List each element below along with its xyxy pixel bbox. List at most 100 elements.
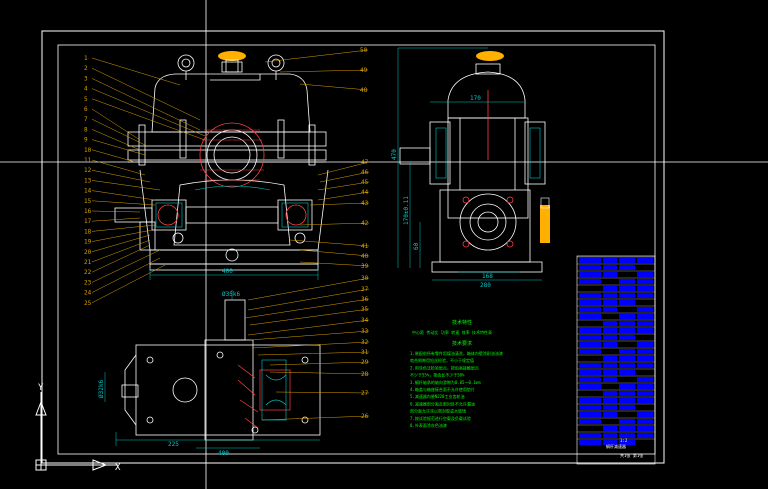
balloon-part-13: 13 [84,177,92,184]
title-block-cell [637,314,653,319]
title-block-cell [637,419,653,424]
title-block-cell [579,440,601,445]
title-block-cell [603,398,617,403]
title-block-cell [619,363,635,368]
balloon-part-36: 36 [361,296,369,303]
dim-side-low-height: 60 [413,242,420,250]
title-block-cell [637,321,653,326]
balloon-part-50: 50 [360,47,368,54]
title-block-cell [619,440,635,445]
note-item: 2.用涂色法检验斑点，按齿高接触斑点 [410,364,479,370]
balloon-part-6: 6 [84,106,88,113]
ucs-x-label: X [115,463,121,473]
title-block-cell [579,405,601,410]
note-item: 啮合侧隙用铅丝检验，不小于规定值 [410,357,474,363]
dim-plan-overall: 400 [218,450,229,457]
balloon-part-35: 35 [361,306,369,313]
dimension-lines [104,47,542,449]
title-block-cell [637,356,653,361]
title-block[interactable]: 蜗杆减速器 1:2 共1张 第1张 [576,255,656,465]
title-block-cell [619,391,635,396]
title-block-cell [619,356,635,361]
title-block-cell [603,272,617,277]
title-block-cell [619,321,635,326]
balloon-part-49: 49 [360,67,368,74]
title-block-cell [603,370,617,375]
balloon-part-34: 34 [361,317,369,324]
title-block-cell [619,433,635,438]
title-block-cell [579,265,601,270]
title-block-cell [603,265,617,270]
title-block-cell [579,342,601,347]
title-block-cell [579,335,601,340]
dim-side-height: 470 [391,149,398,160]
title-block-cell [603,342,617,347]
title-block-cell [579,279,601,284]
dim-side-mid-height: 170±0.11 [403,196,410,225]
title-block-cell [619,314,635,319]
plan-worm-section [237,364,291,429]
title-block-cell [637,293,653,298]
balloon-part-21: 21 [84,259,92,266]
title-block-cell [619,349,635,354]
dim-plan-length: 225 [168,441,179,448]
note-item: 4.箱盖与箱座接合面不允许使用垫片 [410,386,475,392]
title-block-cell [579,307,601,312]
title-block-cell [579,258,601,263]
dim-side-width: 280 [480,282,491,289]
breather-cap [218,51,246,73]
balloon-part-47: 47 [361,159,369,166]
balloon-part-43: 43 [361,200,369,207]
title-block-cell [637,328,653,333]
front-view[interactable] [114,54,329,271]
title-block-cell [603,307,617,312]
balloon-part-15: 15 [84,198,92,205]
balloon-part-18: 18 [84,228,92,235]
note-item: 8.外表面涂灰色油漆 [410,422,447,428]
title-block-cell [637,307,653,312]
dim-side-base: 168 [482,273,493,280]
balloon-part-3: 3 [84,75,88,82]
balloon-part-42: 42 [361,220,369,227]
title-block-cell [637,384,653,389]
title-block-cell [619,370,635,375]
title-block-cell [637,286,653,291]
title-block-cell [603,356,617,361]
balloon-part-27: 27 [361,390,369,397]
title-block-cell [603,433,617,438]
side-breather-cap [476,51,504,61]
title-block-cell [619,405,635,410]
title-block-cell [637,412,653,417]
plan-bearing-details [261,359,287,421]
note-item: 6.减速器剖分面及密封处不允许漏油 [410,400,475,406]
title-block-cell [637,377,653,382]
oil-gauge [540,197,550,243]
title-block-cell [579,412,601,417]
balloon-part-16: 16 [84,208,92,215]
worm-gear-section [200,129,264,181]
title-block-cell [637,279,653,284]
balloon-part-48: 48 [360,87,368,94]
title-block-cell [637,272,653,277]
title-block-cell [579,419,601,424]
title-block-cell [579,314,601,319]
notes-heading-requirements: 技术要求 [452,340,472,347]
title-block-cell [603,440,617,445]
title-block-cell [619,286,635,291]
balloon-part-41: 41 [361,243,369,250]
balloon-part-14: 14 [84,188,92,195]
title-block-cell [603,286,617,291]
part-number-balloons: 1234567891011121314151617181920212223242… [84,47,369,420]
note-item: 3.蜗杆轴承的轴向游隙为0.05～0.1mm [410,379,481,385]
bearing-details [155,185,309,228]
note-item: 1.装配前所有零件用煤油清洗，箱体内壁涂耐油油漆 [410,350,503,356]
balloon-part-10: 10 [84,147,92,154]
title-block-cell [579,300,601,305]
technical-notes: 技术特性 中心距 传动比 功率 转速 效率 技术特性表 技术要求 1.装配前所有… [410,319,503,428]
title-block-cell [619,384,635,389]
title-block-cell [619,258,635,263]
title-block-cell [579,272,601,277]
title-block-cell [619,398,635,403]
balloon-part-7: 7 [84,116,88,123]
